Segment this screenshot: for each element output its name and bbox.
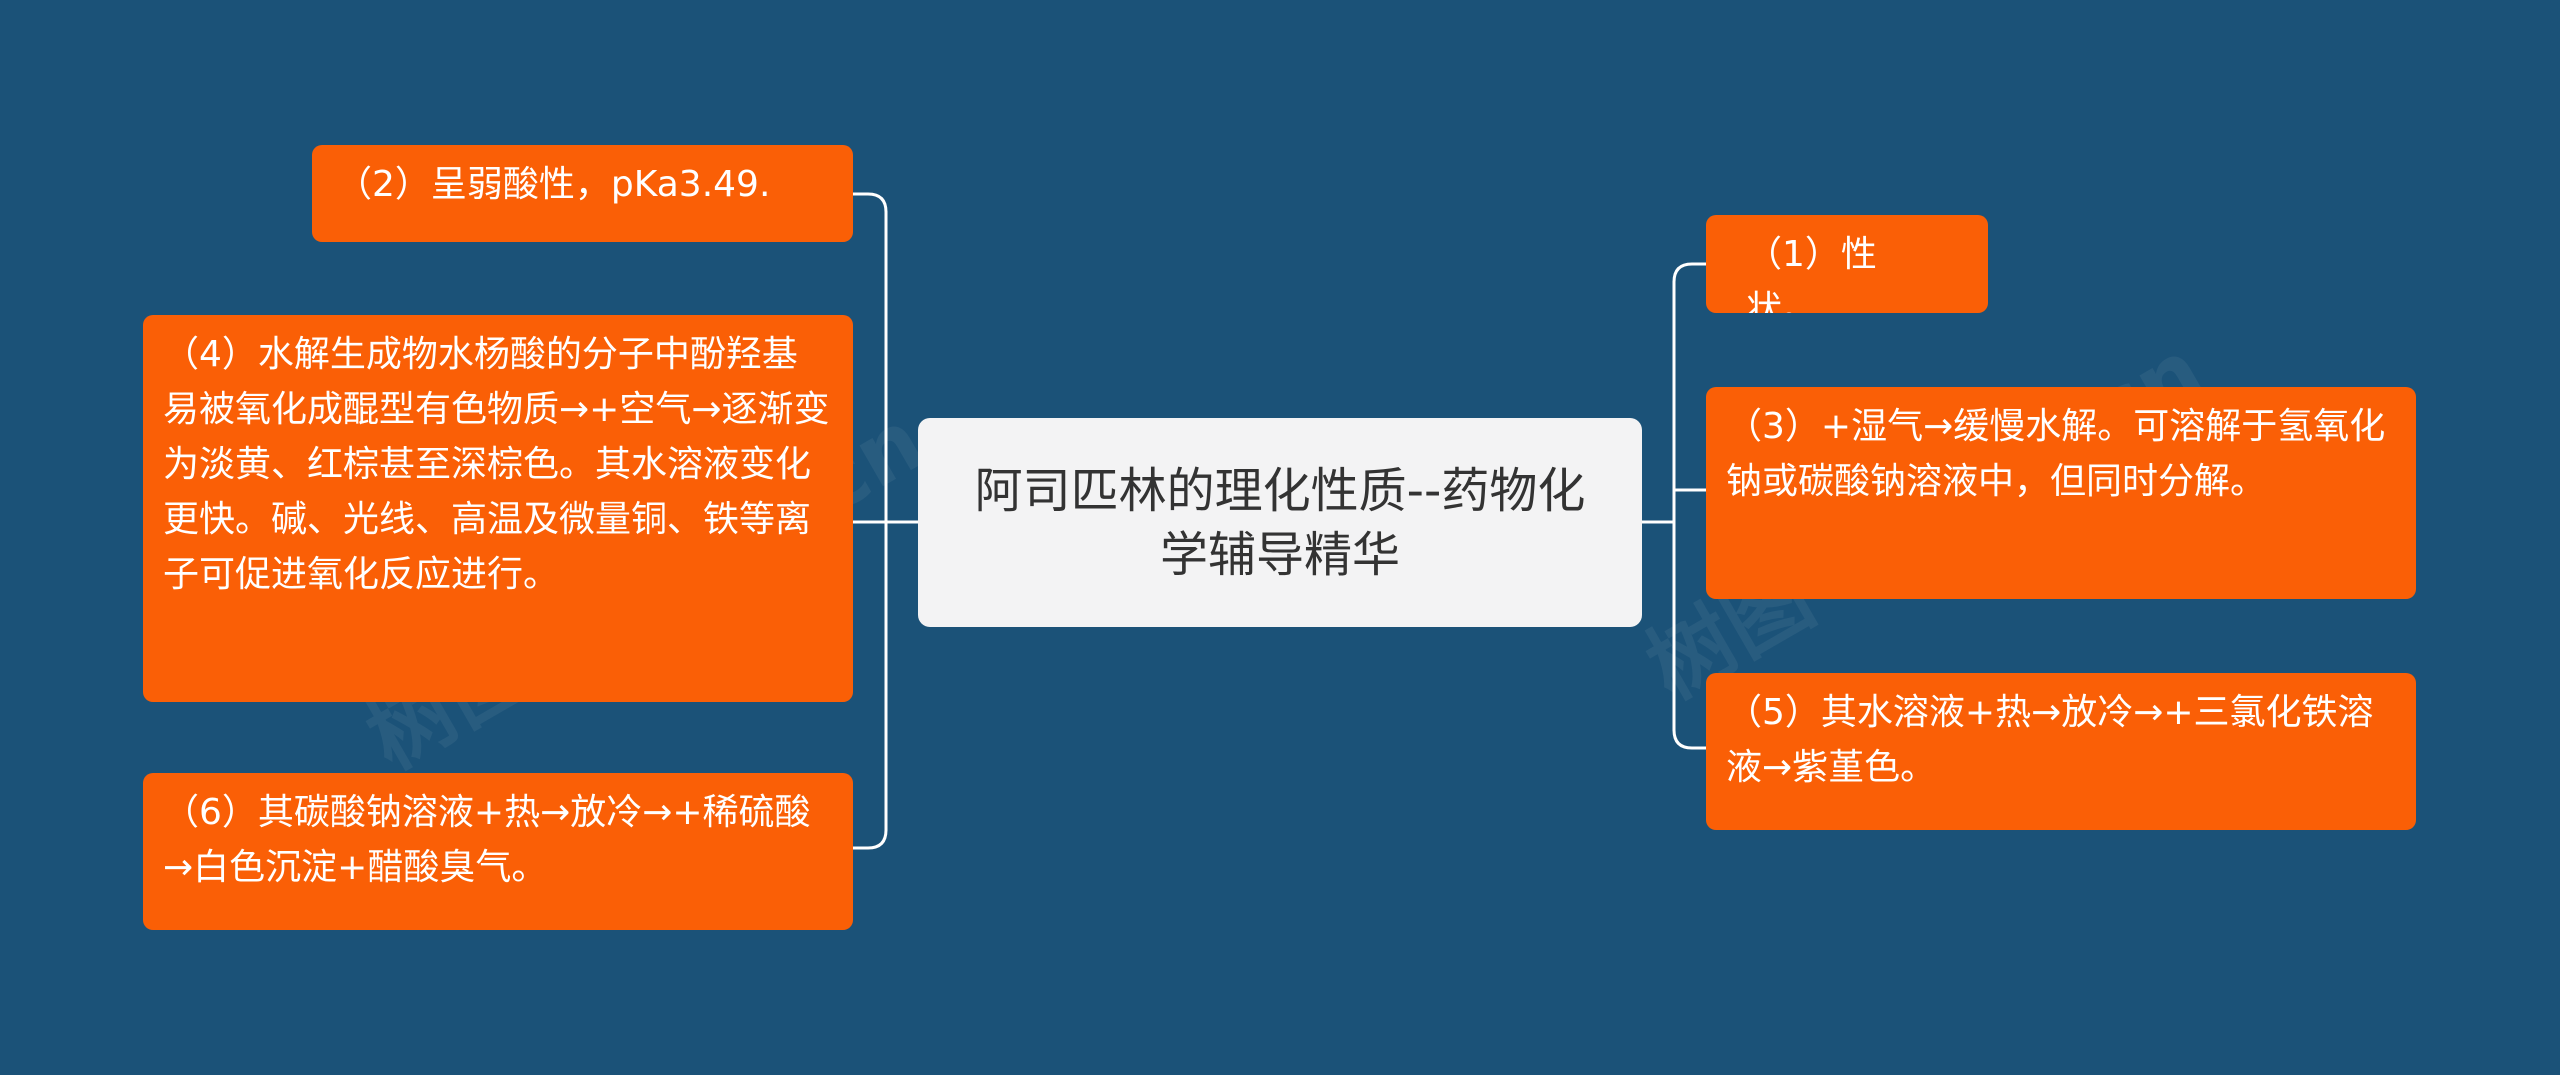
left-node-2[interactable]: （4）水解生成物水杨酸的分子中酚羟基易被氧化成醌型有色物质→+空气→逐渐变为淡黄… (143, 315, 853, 702)
connector-right-1 (1672, 262, 1708, 284)
right-node-1[interactable]: （1）性状。 (1706, 215, 1988, 313)
central-topic[interactable]: 阿司匹林的理化性质--药物化学辅导精华 (918, 418, 1642, 627)
connector-left-3 (851, 828, 888, 850)
left-node-1[interactable]: （2）呈弱酸性，pKa3.49. (312, 145, 853, 242)
right-node-3[interactable]: （5）其水溶液+热→放冷→+三氯化铁溶液→紫堇色。 (1706, 673, 2416, 830)
connector-right-3 (1672, 728, 1708, 750)
connector-left-1 (851, 192, 888, 214)
right-node-2[interactable]: （3）+湿气→缓慢水解。可溶解于氢氧化钠或碳酸钠溶液中，但同时分解。 (1706, 387, 2416, 599)
central-topic-text: 阿司匹林的理化性质--药物化学辅导精华 (974, 462, 1586, 583)
left-node-3[interactable]: （6）其碳酸钠溶液+热→放冷→+稀硫酸→白色沉淀+醋酸臭气。 (143, 773, 853, 930)
